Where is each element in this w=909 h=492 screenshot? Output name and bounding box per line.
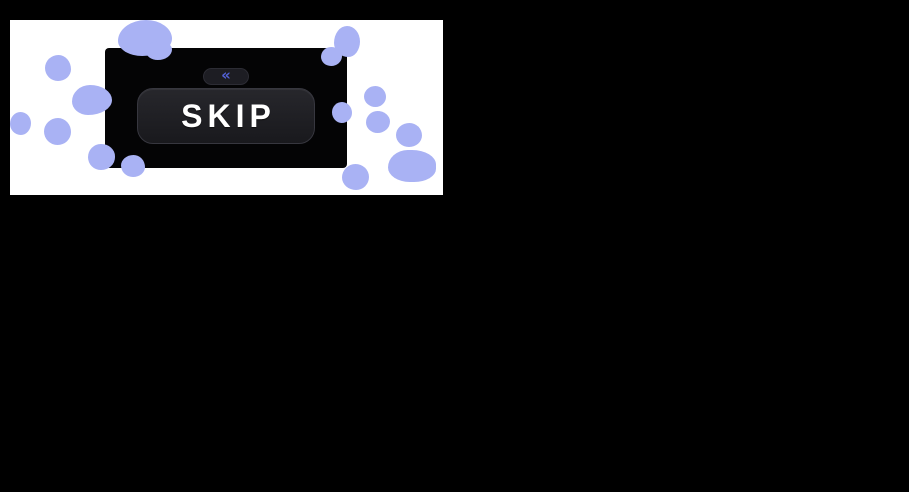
collapse-chip[interactable]: «: [203, 68, 249, 85]
drawing-canvas[interactable]: « SKIP: [10, 20, 443, 195]
skip-button-label: SKIP: [181, 97, 276, 134]
double-chevron-left-icon: «: [221, 66, 231, 84]
skip-overlay-panel: « SKIP: [105, 48, 347, 168]
skip-button[interactable]: SKIP: [137, 88, 315, 144]
